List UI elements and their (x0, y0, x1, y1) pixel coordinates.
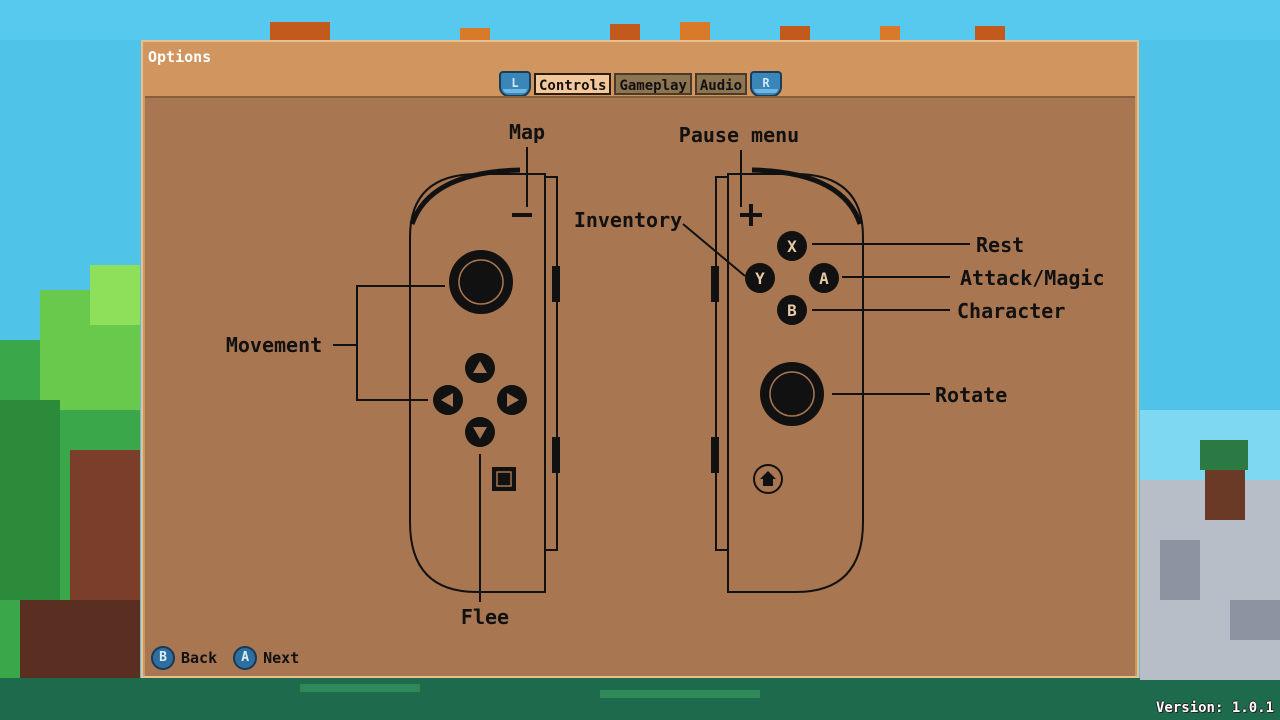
shoulder-l-button-icon[interactable]: L (499, 71, 531, 97)
label-character: Character (957, 299, 1065, 323)
next-button[interactable]: Next (263, 649, 300, 667)
button-b-icon[interactable]: B (777, 295, 807, 325)
label-map: Map (509, 120, 545, 144)
controller-diagram: X Y A B (226, 120, 1105, 629)
label-pause-menu: Pause menu (679, 123, 799, 147)
back-button[interactable]: Back (181, 649, 218, 667)
label-rest: Rest (976, 233, 1024, 257)
button-a-icon[interactable]: A (809, 263, 839, 293)
label-inventory: Inventory (574, 208, 682, 232)
svg-text:A: A (819, 269, 829, 288)
shoulder-r-button-icon[interactable]: R (750, 71, 783, 97)
left-stick-icon[interactable] (449, 250, 513, 314)
a-button-icon[interactable]: A (233, 646, 258, 670)
dpad-up-icon[interactable] (465, 353, 495, 383)
right-joycon-outline (727, 173, 864, 593)
minus-button-icon[interactable] (512, 213, 532, 217)
left-shoulder-arc (409, 167, 521, 225)
right-shoulder-arc (751, 167, 863, 225)
tab-audio[interactable]: Audio (694, 73, 748, 95)
dpad-left-icon[interactable] (433, 385, 463, 415)
button-x-icon[interactable]: X (777, 231, 807, 261)
label-attack-magic: Attack/Magic (960, 266, 1105, 290)
svg-text:X: X (787, 237, 797, 256)
tab-bar: L Controls Gameplay Audio R (499, 70, 783, 98)
right-stick-icon[interactable] (760, 362, 824, 426)
dpad-right-icon[interactable] (497, 385, 527, 415)
tab-controls[interactable]: Controls (534, 73, 612, 95)
label-rotate: Rotate (935, 383, 1007, 407)
plus-button-icon[interactable] (740, 204, 762, 226)
button-y-icon[interactable]: Y (745, 263, 775, 293)
left-joycon-outline (409, 173, 546, 593)
capture-button-icon[interactable] (492, 467, 516, 491)
controls-panel: X Y A B (145, 96, 1135, 676)
label-flee: Flee (461, 605, 509, 629)
b-button-icon[interactable]: B (151, 646, 175, 670)
label-movement: Movement (226, 333, 322, 357)
footer-hints: B Back A Next (151, 646, 299, 670)
dpad-down-icon[interactable] (465, 417, 495, 447)
dialog-title: Options (148, 48, 212, 66)
home-button-icon[interactable] (753, 464, 783, 494)
tab-gameplay[interactable]: Gameplay (614, 73, 692, 95)
options-dialog: Options L Controls Gameplay Audio R (141, 40, 1139, 678)
svg-text:B: B (787, 301, 797, 320)
version-label: Version: 1.0.1 (1155, 700, 1274, 716)
svg-text:Y: Y (755, 269, 765, 288)
